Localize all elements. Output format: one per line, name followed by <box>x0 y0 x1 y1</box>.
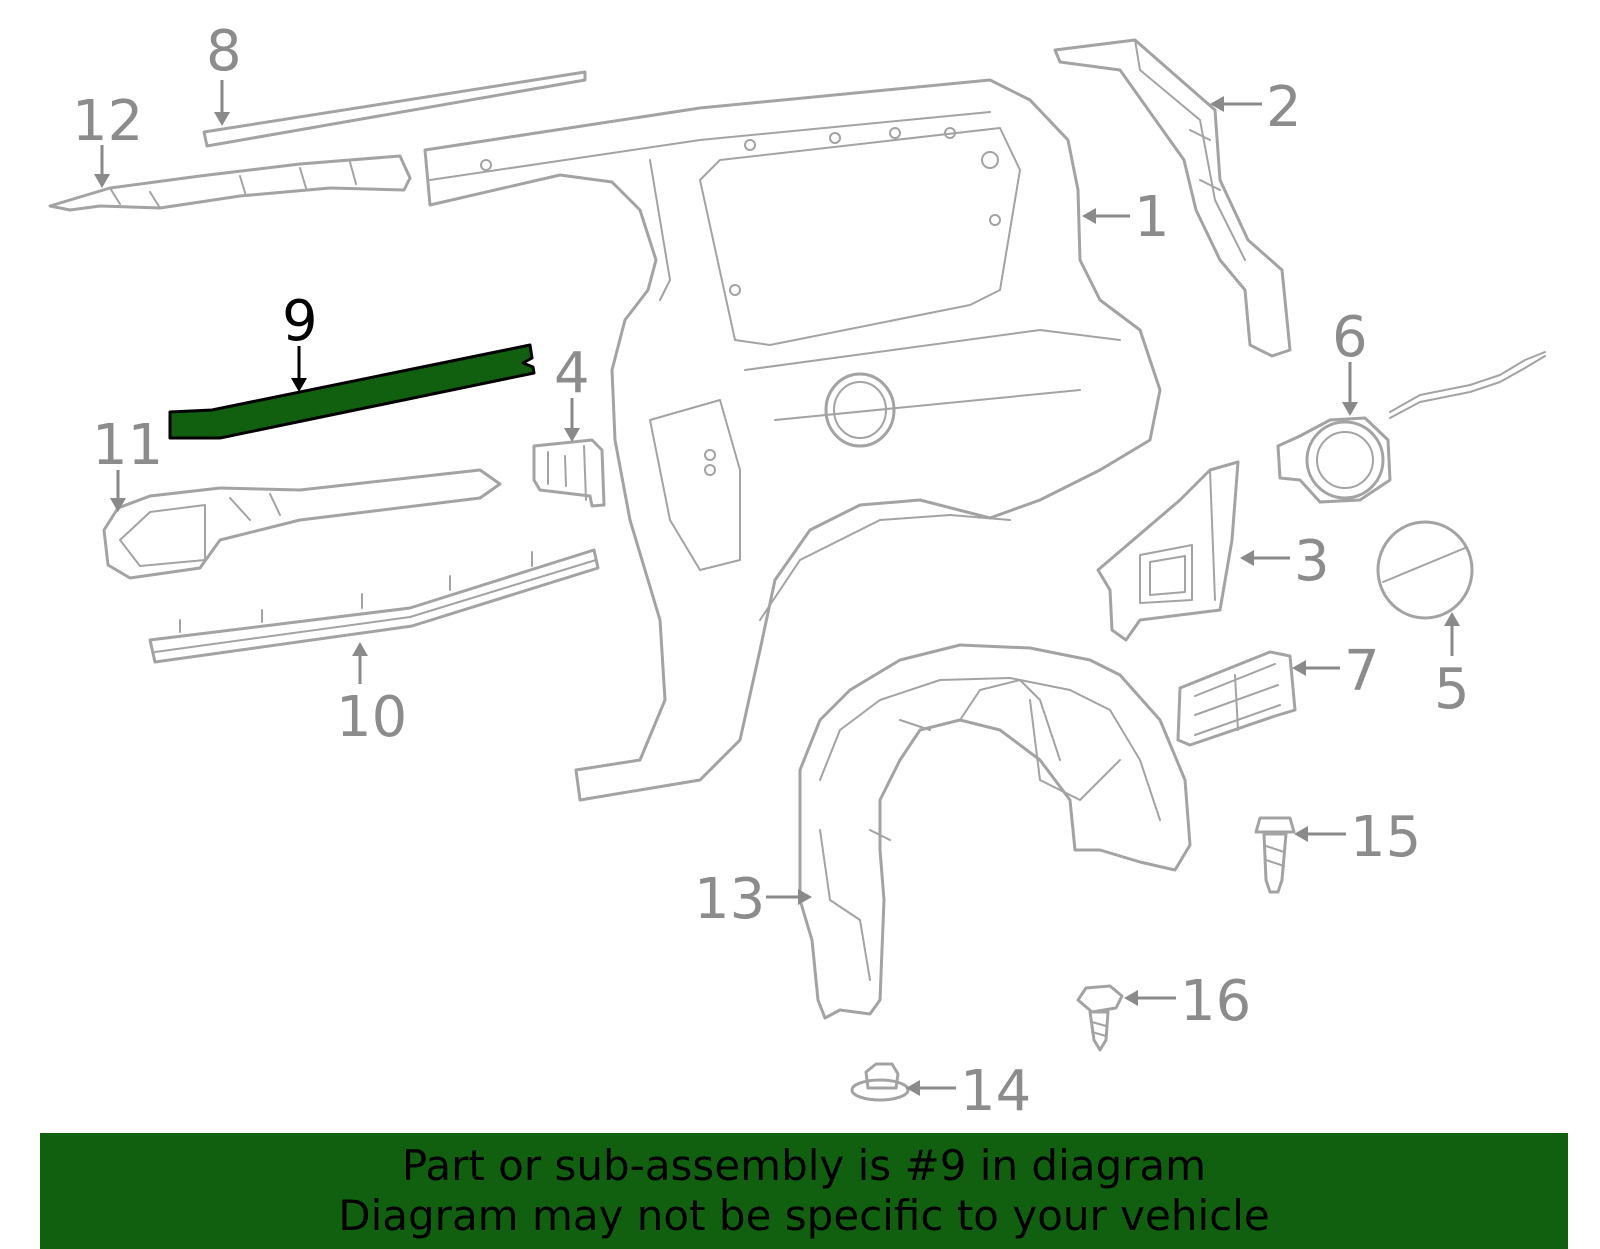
callout-16: 16 <box>1180 969 1251 1034</box>
callout-3: 3 <box>1294 529 1330 594</box>
part-4-bracket[interactable] <box>532 438 606 508</box>
part-15-push-clip[interactable] <box>1254 816 1296 894</box>
part-8-trim-strip[interactable] <box>202 70 587 148</box>
callout-4: 4 <box>554 341 590 406</box>
callout-5: 5 <box>1434 657 1470 722</box>
callout-10: 10 <box>336 685 407 750</box>
part-16-bolt[interactable] <box>1076 984 1124 1052</box>
banner-line-2: Diagram may not be specific to your vehi… <box>338 1191 1270 1240</box>
callout-12: 12 <box>72 89 143 154</box>
part-13-wheelhouse-liner[interactable] <box>798 643 1192 1020</box>
part-14-nut[interactable] <box>850 1062 910 1102</box>
callout-9: 9 <box>282 289 318 354</box>
part-5-fuel-door[interactable] <box>1376 520 1474 620</box>
info-banner: Part or sub-assembly is #9 in diagram Di… <box>40 1133 1568 1249</box>
part-7-vent-grille[interactable] <box>1176 650 1297 747</box>
callout-8: 8 <box>206 19 242 84</box>
callout-6: 6 <box>1332 305 1368 370</box>
banner-line-1: Part or sub-assembly is #9 in diagram <box>401 1141 1207 1190</box>
callout-7: 7 <box>1344 639 1380 704</box>
part-11-rocker-extension[interactable] <box>102 468 502 580</box>
part-6-fuel-door-housing[interactable] <box>1276 351 1546 504</box>
callout-11: 11 <box>92 413 163 478</box>
part-12-roof-rail[interactable] <box>48 154 412 212</box>
part-3-inner-panel[interactable] <box>1096 460 1240 642</box>
part-2-pillar-reinforcement[interactable] <box>1053 38 1292 358</box>
part-1-quarter-panel[interactable] <box>423 78 1162 802</box>
callout-13: 13 <box>694 867 765 932</box>
part-9-rocker-molding[interactable] <box>168 343 536 440</box>
part-10-lower-molding[interactable] <box>148 548 600 664</box>
callout-1: 1 <box>1134 185 1170 250</box>
callout-14: 14 <box>960 1059 1031 1124</box>
callout-15: 15 <box>1350 805 1421 870</box>
callout-2: 2 <box>1266 75 1302 140</box>
